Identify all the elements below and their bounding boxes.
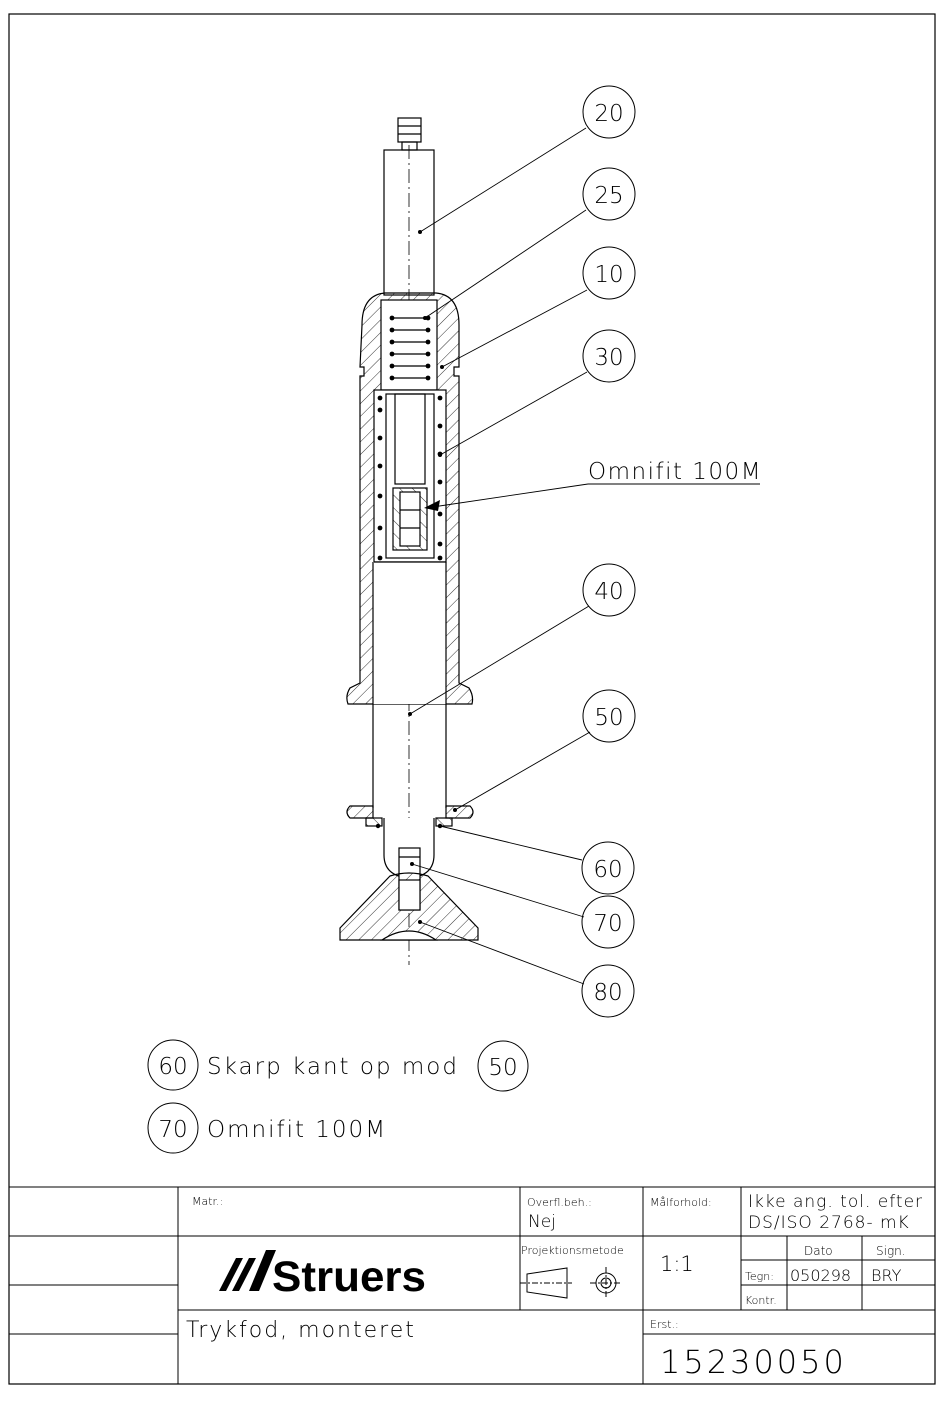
svg-text:80: 80 xyxy=(593,980,622,1006)
svg-text:60: 60 xyxy=(158,1054,187,1080)
balloon-20: 20 xyxy=(583,86,635,138)
erst-label: Erst.: xyxy=(650,1318,679,1331)
balloon-10: 10 xyxy=(583,247,635,299)
matr-label: Matr.: xyxy=(192,1195,223,1208)
top-fitting xyxy=(398,118,421,142)
assembly-section xyxy=(340,118,478,965)
overfl-label: Overfl.beh.: xyxy=(527,1196,592,1209)
svg-text:Struers: Struers xyxy=(272,1253,426,1301)
note-60: 60 Skarp kant op mod 50 xyxy=(148,1040,528,1091)
balloon-80: 80 xyxy=(582,965,634,1017)
svg-text:40: 40 xyxy=(594,579,623,605)
svg-text:10: 10 xyxy=(594,262,623,288)
malforhold-label: Målforhold: xyxy=(650,1196,712,1209)
tegn-sign: BRY xyxy=(871,1266,902,1285)
svg-text:30: 30 xyxy=(594,345,623,371)
balloon-70: 70 xyxy=(582,896,634,948)
drawing-title: Trykfod, monteret xyxy=(186,1318,416,1343)
projektion-label: Projektionsmetode xyxy=(521,1244,624,1257)
sign-label: Sign. xyxy=(876,1244,906,1258)
balloon-25: 25 xyxy=(583,168,635,220)
svg-text:20: 20 xyxy=(594,101,623,127)
svg-text:50: 50 xyxy=(488,1055,517,1081)
svg-text:25: 25 xyxy=(594,183,623,209)
note-70: 70 Omnifit 100M xyxy=(148,1103,387,1153)
tolerance-line-2: DS/ISO 2768- mK xyxy=(748,1213,910,1233)
malforhold-value: 1:1 xyxy=(660,1252,694,1276)
balloon-60: 60 xyxy=(582,842,634,894)
drawing-number: 15230050 xyxy=(660,1343,847,1381)
balloon-40: 40 xyxy=(583,564,635,616)
overfl-value: Nej xyxy=(528,1212,556,1232)
svg-text:50: 50 xyxy=(594,705,623,731)
washer-part-50 xyxy=(347,806,373,818)
projection-symbol-icon xyxy=(520,1267,622,1299)
svg-text:60: 60 xyxy=(593,857,622,883)
svg-text:70: 70 xyxy=(158,1117,187,1143)
svg-text:70: 70 xyxy=(593,911,622,937)
balloon-30: 30 xyxy=(583,330,635,382)
omnifit-callout: Omnifit 100M xyxy=(588,459,762,485)
balloon-50: 50 xyxy=(583,690,635,742)
svg-text:Omnifit 100M: Omnifit 100M xyxy=(207,1117,387,1143)
tegn-dato: 050298 xyxy=(790,1266,851,1285)
tegn-label: Tegn: xyxy=(745,1270,774,1283)
svg-text:Skarp kant op mod: Skarp kant op mod xyxy=(207,1054,459,1080)
struers-logo: Struers xyxy=(219,1250,426,1301)
dato-label: Dato xyxy=(804,1244,833,1258)
tolerance-line-1: Ikke ang. tol. efter xyxy=(748,1192,923,1212)
kontr-label: Kontr. xyxy=(745,1294,777,1307)
